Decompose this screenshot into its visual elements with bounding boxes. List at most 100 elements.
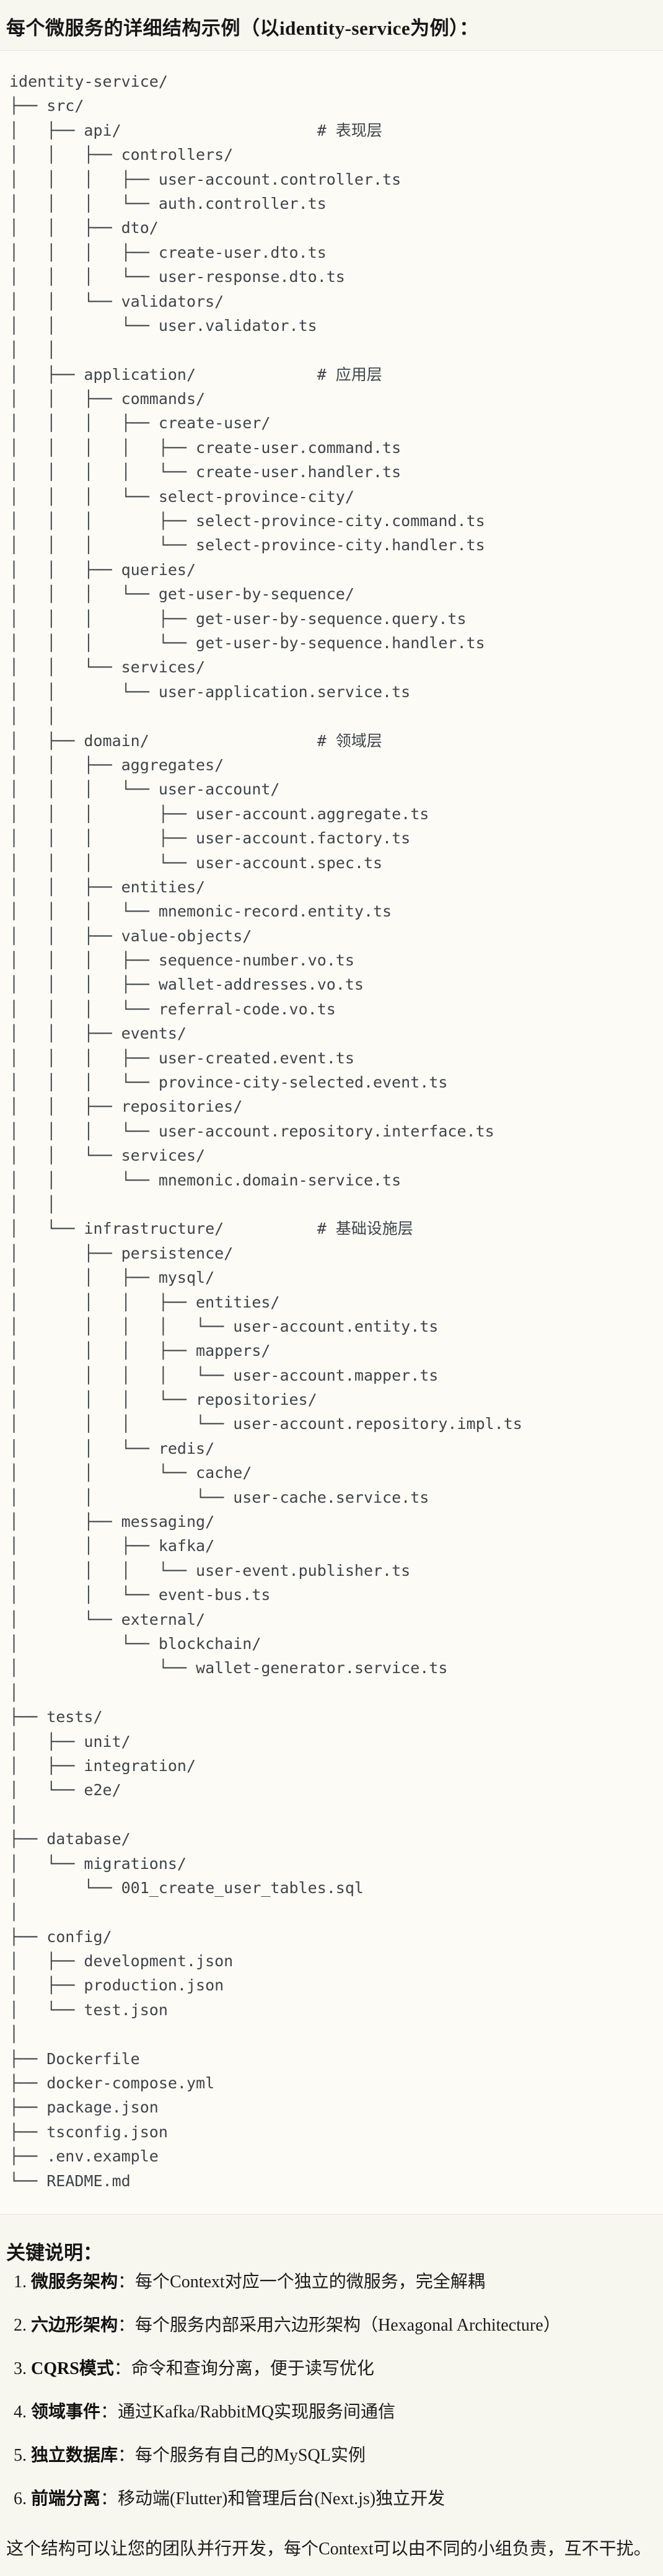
tree-line: ├── tests/ (9, 1708, 103, 1726)
tree-line: │ └── 001_create_user_tables.sql (9, 1878, 364, 1897)
tree-line: ├── config/ (9, 1927, 112, 1946)
note-label: 六边形架构 (31, 2315, 118, 2335)
tree-line: │ │ ├── dto/ (9, 219, 159, 237)
note-text: 通过Kafka/RabbitMQ实现服务间通信 (118, 2402, 395, 2422)
tree-line: │ │ │ ├── user-account.controller.ts (9, 170, 402, 188)
tree-line: └── README.md (9, 2171, 131, 2190)
tree-line: │ ├── unit/ (9, 1732, 131, 1751)
tree-line: │ │ │ │ ├── create-user.command.ts (9, 438, 402, 457)
tree-line: │ │ │ └── user-account.repository.impl.t… (9, 1415, 522, 1433)
note-text: 每个Context对应一个独立的微服务，完全解耦 (135, 2272, 485, 2292)
tree-line: ├── .env.example (9, 2147, 159, 2166)
tree-line: │ └── infrastructure/ # 基础设施层 (9, 1220, 413, 1238)
tree-line: │ │ │ ├── select-province-city.command.t… (9, 512, 485, 530)
note-label: 领域事件 (31, 2402, 101, 2422)
note-item: 5. 独立数据库：每个服务有自己的MySQL实例 (14, 2445, 656, 2467)
tree-line: │ │ └── mnemonic.domain-service.ts (9, 1171, 402, 1189)
tree-line: │ │ └── cache/ (9, 1464, 252, 1482)
tree-line: │ (9, 2025, 19, 2044)
tree-line: │ └── blockchain/ (9, 1635, 261, 1653)
note-separator: ： (113, 2358, 131, 2378)
tree-line: │ ├── persistence/ (9, 1244, 234, 1262)
tree-line: │ │ ├── events/ (9, 1024, 187, 1043)
tree-line: │ │ └── user-cache.service.ts (9, 1488, 429, 1506)
directory-tree: identity-service/├── src/│ ├── api/ # 表现… (9, 69, 654, 2193)
tree-line: │ │ │ └── user-account/ (9, 780, 280, 799)
tree-line: │ │ │ └── province-city-selected.event.t… (9, 1073, 448, 1092)
note-item: 2. 六边形架构：每个服务内部采用六边形架构（Hexagonal Archite… (14, 2314, 656, 2337)
tree-line: │ │ │ ├── mappers/ (9, 1342, 271, 1360)
tree-line: │ ├── production.json (9, 1976, 224, 1995)
tree-line: ├── tsconfig.json (9, 2122, 168, 2141)
tree-line: │ └── e2e/ (9, 1781, 121, 1800)
note-separator: ： (118, 2445, 136, 2465)
tree-line: │ │ │ └── user-response.dto.ts (9, 268, 345, 286)
tree-line: │ (9, 1805, 19, 1824)
note-separator: ： (118, 2315, 136, 2335)
tree-line: │ │ │ │ └── user-account.mapper.ts (9, 1366, 439, 1384)
tree-line: │ │ │ └── user-account.repository.interf… (9, 1122, 494, 1140)
tree-line: │ │ │ ├── get-user-by-sequence.query.ts (9, 609, 467, 628)
tree-line: │ │ │ └── user-account.spec.ts (9, 853, 383, 872)
tree-line: │ │ ├── entities/ (9, 877, 206, 896)
tree-line: │ └── wallet-generator.service.ts (9, 1659, 448, 1677)
note-number: 2. (14, 2315, 31, 2335)
tree-line: │ └── migrations/ (9, 1854, 187, 1873)
tree-line: │ │ │ ├── create-user.dto.ts (9, 243, 327, 262)
note-separator: ： (100, 2402, 118, 2422)
tree-line: │ │ │ ├── wallet-addresses.vo.ts (9, 975, 364, 994)
tree-line: │ │ ├── commands/ (9, 390, 206, 408)
tree-line: │ │ (9, 1195, 56, 1213)
tree-line: │ │ │ └── user-event.publisher.ts (9, 1561, 411, 1580)
note-separator: ： (118, 2272, 136, 2292)
tree-line: │ │ │ └── get-user-by-sequence/ (9, 585, 354, 604)
code-block: identity-service/├── src/│ ├── api/ # 表现… (0, 50, 663, 2215)
tree-line: │ │ │ │ └── create-user.handler.ts (9, 463, 402, 481)
tree-line: │ ├── development.json (9, 1952, 234, 1971)
tree-line: │ (9, 1683, 19, 1702)
tree-line: │ ├── messaging/ (9, 1513, 215, 1531)
page-title: 每个微服务的详细结构示例（以identity-service为例）： (6, 17, 479, 39)
tree-line: │ │ (9, 341, 56, 359)
note-label: 独立数据库 (31, 2445, 118, 2465)
tree-line: │ │ ├── kafka/ (9, 1537, 215, 1555)
note-separator: ： (100, 2489, 118, 2508)
note-number: 5. (14, 2445, 31, 2465)
tree-line: │ │ │ ├── sequence-number.vo.ts (9, 951, 354, 970)
note-item: 3. CQRS模式：命令和查询分离，便于读写优化 (14, 2358, 656, 2380)
tree-line: │ │ │ └── referral-code.vo.ts (9, 1000, 336, 1018)
tree-line: identity-service/ (9, 73, 168, 90)
tree-line: │ │ ├── repositories/ (9, 1097, 243, 1116)
tree-line: │ │ │ └── mnemonic-record.entity.ts (9, 902, 392, 921)
tree-line: │ └── test.json (9, 2000, 168, 2019)
note-text: 每个服务有自己的MySQL实例 (135, 2445, 366, 2465)
tree-line: │ │ ├── queries/ (9, 560, 196, 579)
tree-line: │ │ ├── controllers/ (9, 146, 234, 164)
note-text: 移动端(Flutter)和管理后台(Next.js)独立开发 (118, 2489, 446, 2508)
note-text: 命令和查询分离，便于读写优化 (131, 2358, 374, 2378)
tree-line: ├── src/ (9, 97, 84, 115)
tree-line: │ (9, 1903, 19, 1922)
note-text: 每个服务内部采用六边形架构（Hexagonal Architecture） (135, 2315, 561, 2335)
tree-line: │ ├── domain/ # 领域层 (9, 731, 382, 750)
tree-line: ├── Dockerfile (9, 2049, 140, 2068)
notes-heading: 关键说明： (6, 2241, 102, 2264)
tree-line: │ │ └── redis/ (9, 1439, 215, 1457)
tree-line: │ └── external/ (9, 1610, 206, 1629)
tree-line: │ │ └── services/ (9, 658, 206, 677)
tree-line: ├── docker-compose.yml (9, 2074, 215, 2093)
tree-line: │ │ └── services/ (9, 1146, 206, 1165)
tree-line: │ │ │ ├── entities/ (9, 1293, 280, 1311)
tree-line: │ │ (9, 707, 56, 726)
tree-line: │ │ │ └── repositories/ (9, 1391, 317, 1409)
tree-line: │ │ │ └── select-province-city/ (9, 487, 354, 506)
note-item: 4. 领域事件：通过Kafka/RabbitMQ实现服务间通信 (14, 2401, 656, 2424)
note-item: 6. 前端分离：移动端(Flutter)和管理后台(Next.js)独立开发 (14, 2488, 656, 2510)
tree-line: │ │ └── user.validator.ts (9, 316, 317, 335)
tree-line: │ │ │ └── get-user-by-sequence.handler.t… (9, 633, 485, 652)
tree-line: │ │ └── validators/ (9, 292, 224, 310)
note-number: 4. (14, 2402, 31, 2422)
tree-line: │ │ │ │ └── user-account.entity.ts (9, 1317, 439, 1335)
